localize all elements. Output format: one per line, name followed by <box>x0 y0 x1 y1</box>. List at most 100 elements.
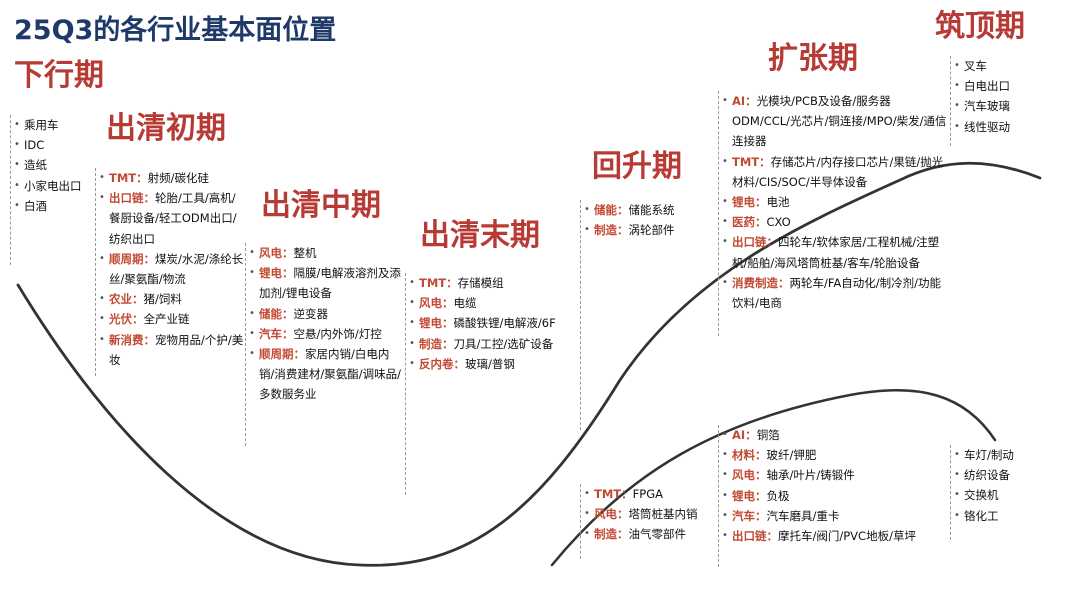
industry-item: 制造：涡轮部件 <box>581 220 711 240</box>
industry-names: 玻纤/钾肥 <box>766 448 817 463</box>
group-early-clearing: TMT：射频/碳化硅出口链：轮胎/工具/高机/餐厨设备/轻工ODM出口/纺织出口… <box>95 168 244 376</box>
sector-category: 汽车： <box>732 508 767 523</box>
industry-names: 油气零部件 <box>628 527 687 542</box>
industry-list: AI：铜箔材料：玻纤/钾肥风电：轴承/叶片/铸锻件锂电：负极汽车：汽车磨具/重卡… <box>719 425 947 546</box>
phase-label-qingmo: 出清末期 <box>420 218 540 253</box>
industry-names: 隔膜/电解液溶剂及添加剂/锂电设备 <box>259 266 401 301</box>
industry-names: 逆变器 <box>293 306 329 321</box>
industry-names: 射频/碳化硅 <box>147 171 210 185</box>
industry-names: 两轮车/FA自动化/制冷剂/功能饮料/电商 <box>732 275 942 311</box>
sector-category: 农业： <box>109 292 144 307</box>
industry-names: 铜箔 <box>756 428 780 442</box>
industry-item: 锂电：磷酸铁锂/电解液/6F <box>406 313 576 333</box>
phase-label-kuozhang: 扩张期 <box>768 41 858 76</box>
industry-names: 涡轮部件 <box>628 223 675 238</box>
industry-item: 乘用车 <box>11 115 93 135</box>
industry-item: 锂电：隔膜/电解液溶剂及添加剂/锂电设备 <box>246 263 404 303</box>
industry-list: 乘用车 IDC 造纸小家电出口白酒 <box>11 115 93 216</box>
industry-names: 叉车 <box>964 59 987 73</box>
industry-list: AI：光模块/PCB及设备/服务器ODM/CCL/光芯片/铜连接/MPO/柴发/… <box>719 91 947 313</box>
industry-item: 农业：猪/饲料 <box>96 289 244 309</box>
industry-list: TMT：存储模组风电：电缆锂电：磷酸铁锂/电解液/6F制造：刀具/工控/选矿设备… <box>406 273 576 374</box>
industry-names: 车灯/制动 <box>964 448 1014 462</box>
industry-names: 四轮车/软体家居/工程机械/注塑机/船舶/海风塔筒桩基/客车/轮胎设备 <box>732 235 940 270</box>
sector-category: 锂电： <box>732 488 767 503</box>
sector-category: 出口链： <box>732 529 778 544</box>
industry-names: 储能系统 <box>628 203 675 217</box>
industry-names: IDC <box>24 138 45 153</box>
industry-item: TMT：存储芯片/内存接口芯片/果链/抛光材料/CIS/SOC/半导体设备 <box>719 152 947 192</box>
sector-category: 风电： <box>594 507 629 522</box>
phase-label-huisheng: 回升期 <box>592 149 682 184</box>
industry-names: 空悬/内外饰/灯控 <box>293 326 382 341</box>
industry-item: 锂电：负极 <box>719 486 947 506</box>
sector-category: 材料： <box>732 448 767 463</box>
industry-names: 交换机 <box>964 488 999 503</box>
industry-names: FPGA <box>632 487 663 501</box>
industry-names: 磷酸铁锂/电解液/6F <box>453 316 556 331</box>
industry-item: 白酒 <box>11 196 93 216</box>
industry-names: 白酒 <box>24 198 47 213</box>
industry-item: 储能：储能系统 <box>581 200 711 220</box>
group-top-lower: 车灯/制动纺织设备交换机铬化工 <box>950 445 1036 540</box>
industry-names: 猪/饲料 <box>143 292 182 307</box>
industry-item: TMT：存储模组 <box>406 273 576 293</box>
industry-names: 小家电出口 <box>24 178 82 193</box>
industry-item: 新消费：宠物用品/个护/美妆 <box>96 330 244 370</box>
industry-item: 风电：整机 <box>246 243 404 263</box>
sector-category: 出口链： <box>109 191 155 206</box>
industry-item: 造纸 <box>11 155 93 175</box>
industry-names: 塔筒桩基内销 <box>628 507 698 522</box>
industry-item: AI：光模块/PCB及设备/服务器ODM/CCL/光芯片/铜连接/MPO/柴发/… <box>719 91 947 152</box>
industry-item: 制造：刀具/工控/选矿设备 <box>406 334 576 354</box>
industry-names: 整机 <box>293 246 317 260</box>
industry-item: 出口链：四轮车/软体家居/工程机械/注塑机/船舶/海风塔筒桩基/客车/轮胎设备 <box>719 232 947 272</box>
phase-label-qingzhong: 出清中期 <box>261 188 381 223</box>
industry-names: 造纸 <box>24 158 47 173</box>
industry-item: 汽车玻璃 <box>951 96 1036 116</box>
industry-item: 车灯/制动 <box>951 445 1036 465</box>
industry-item: TMT：FPGA <box>581 484 716 504</box>
sector-category: 汽车： <box>259 326 294 341</box>
sector-category: 锂电： <box>259 266 294 281</box>
sector-category: 反内卷： <box>419 356 465 371</box>
industry-item: TMT：射频/碳化硅 <box>96 168 244 188</box>
sector-category: 顺周期： <box>259 347 305 362</box>
sector-category: 储能： <box>594 203 629 217</box>
industry-item: 消费制造：两轮车/FA自动化/制冷剂/功能饮料/电商 <box>719 273 947 313</box>
industry-names: 煤炭/水泥/涤纶长丝/聚氨酯/物流 <box>109 251 244 287</box>
sector-category: 消费制造： <box>732 275 790 290</box>
industry-item: 出口链：轮胎/工具/高机/餐厨设备/轻工ODM出口/纺织出口 <box>96 188 244 249</box>
sector-category: 风电： <box>419 296 454 311</box>
sector-category: 新消费： <box>109 332 155 347</box>
sector-category: 制造： <box>419 336 454 351</box>
industry-item: 光伏：全产业链 <box>96 309 244 329</box>
group-late-clearing: TMT：存储模组风电：电缆锂电：磷酸铁锂/电解液/6F制造：刀具/工控/选矿设备… <box>405 273 576 495</box>
sector-category: 锂电： <box>419 316 454 331</box>
sector-category: AI： <box>732 428 757 442</box>
sector-category: AI： <box>732 94 757 108</box>
industry-item: 汽车：汽车磨具/重卡 <box>719 506 947 526</box>
sector-category: TMT： <box>732 154 771 169</box>
industry-names: 负极 <box>766 488 790 503</box>
industry-list: TMT：FPGA风电：塔筒桩基内销制造：油气零部件 <box>581 484 716 545</box>
sector-category: 医药： <box>732 215 767 230</box>
industry-item: AI：铜箔 <box>719 425 947 445</box>
industry-names: 电池 <box>766 195 790 210</box>
industry-item: 白电出口 <box>951 76 1036 96</box>
industry-item: 材料：玻纤/钾肥 <box>719 445 947 465</box>
sector-category: 出口链： <box>732 235 778 250</box>
phase-label-qingchu: 出清初期 <box>106 111 226 146</box>
industry-item: 叉车 <box>951 56 1036 76</box>
industry-names: 全产业链 <box>143 312 190 327</box>
industry-names: 光模块/PCB及设备/服务器ODM/CCL/光芯片/铜连接/MPO/柴发/通信连… <box>732 94 947 149</box>
industry-item: IDC <box>11 135 93 155</box>
sector-category: TMT： <box>594 487 633 501</box>
industry-item: 风电：轴承/叶片/铸锻件 <box>719 465 947 485</box>
industry-names: 纺织设备 <box>964 468 1010 483</box>
group-recovery-upper: 储能：储能系统制造：涡轮部件 <box>580 200 711 430</box>
industry-item: 反内卷：玻璃/普钢 <box>406 354 576 374</box>
phase-label-zhuding: 筑顶期 <box>935 9 1025 44</box>
industry-list: 风电：整机锂电：隔膜/电解液溶剂及添加剂/锂电设备储能：逆变器汽车：空悬/内外饰… <box>246 243 404 405</box>
industry-names: 电缆 <box>453 296 477 311</box>
